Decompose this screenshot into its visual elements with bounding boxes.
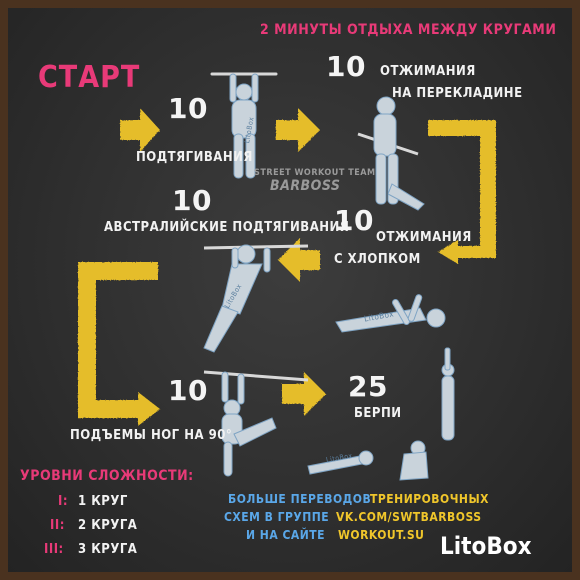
flow-arrows [78,72,496,481]
promo-text: ТРЕНИРОВОЧНЫХ [370,492,489,506]
exercise-count: 10 [172,184,212,217]
brand-logo: LitoBox [440,532,532,560]
level-roman: I: [58,494,69,509]
path-connector [78,262,158,418]
burpee-figures [307,347,455,481]
promo-text: СХЕМ В ГРУППЕ [224,510,330,524]
exercise-count: 10 [334,204,374,237]
clap-pushup-figure [335,294,446,333]
level-roman: III: [44,542,64,557]
promo-text: БОЛЬШЕ ПЕРЕВОДОВ [228,492,372,506]
start-label: СТАРТ [38,60,141,95]
level-text: 2 КРУГА [78,518,138,533]
watermark-team: STREET WORKOUT TEAM [254,168,376,178]
exercise-name: ОТЖИМАНИЯ [376,230,472,245]
promo-text: И НА САЙТЕ [246,528,325,542]
exercise-name: НА ПЕРЕКЛАДИНЕ [392,86,523,101]
level-text: 3 КРУГА [78,542,138,557]
exercise-count: 10 [168,374,208,407]
arrow-right-icon [120,108,160,152]
exercise-name: АВСТРАЛИЙСКИЕ ПОДТЯГИВАНИЯ [104,220,350,235]
exercise-count: 25 [348,370,388,403]
exercise-count: 10 [326,50,366,83]
bar-pushup-figure [357,96,425,211]
exercise-name: БЕРПИ [354,406,402,421]
promo-link[interactable]: VK.COM/SWTBARBOSS [336,510,482,524]
arrow-left-icon [438,240,458,264]
exercise-name: ОТЖИМАНИЯ [380,64,476,79]
pullup-figure [229,73,259,179]
promo-link[interactable]: WORKOUT.SU [338,528,425,542]
arrow-right-icon [138,392,160,426]
arrow-right-icon [282,372,326,416]
level-text: 1 КРУГ [78,494,128,509]
arrow-left-icon [278,238,320,282]
australian-pullup-figure [203,244,309,353]
rest-note: 2 МИНУТЫ ОТДЫХА МЕЖДУ КРУГАМИ [260,22,557,38]
exercise-name: ПОДЪЕМЫ НОГ НА 90° [70,428,233,443]
path-connector [428,120,496,258]
watermark-brand: BARBOSS [270,178,341,194]
arrow-right-icon [276,108,320,152]
levels-title: УРОВНИ СЛОЖНОСТИ: [20,468,194,484]
exercise-name: ПОДТЯГИВАНИЯ [136,150,253,165]
leg-raise-figure [203,370,309,477]
level-roman: II: [50,518,65,533]
exercise-name: С ХЛОПКОМ [334,252,421,267]
exercise-count: 10 [168,92,208,125]
chalkboard: 2 МИНУТЫ ОТДЫХА МЕЖДУ КРУГАМИ СТАРТ 10 П… [8,8,572,572]
